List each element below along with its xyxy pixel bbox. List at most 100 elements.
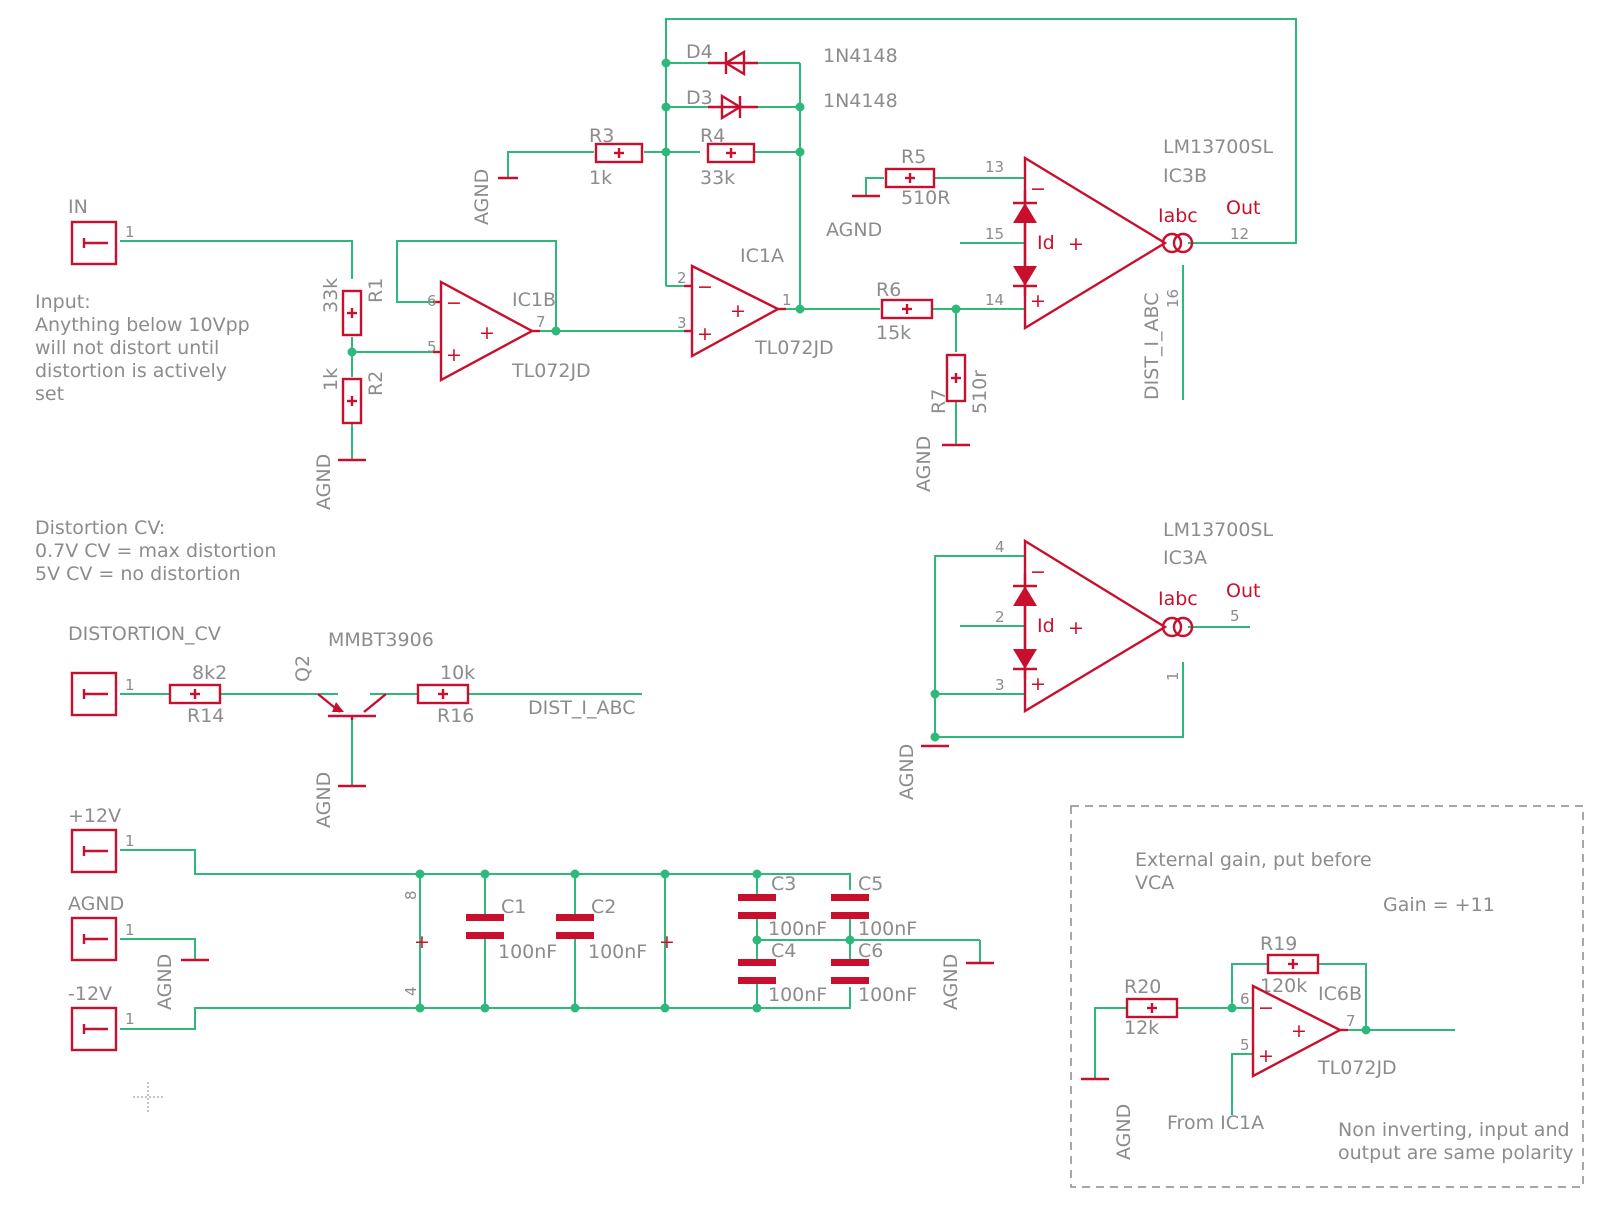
opamp-ic1b[interactable]: − + + 6 5 7 IC1B TL072JD <box>427 279 591 383</box>
resistor-r1[interactable]: 33k R1 <box>320 278 387 337</box>
r3-ref: R3 <box>589 125 614 147</box>
note-distortion-cv: Distortion CV: 0.7V CV = max distortion … <box>35 517 276 585</box>
c3-ref: C3 <box>771 873 796 895</box>
note-external-gain: External gain, put before VCA <box>1135 849 1372 894</box>
r4-value: 33k <box>700 167 735 189</box>
resistor-r5[interactable]: R5 510R <box>884 146 950 209</box>
ic3a-diode-bottom <box>1013 649 1037 669</box>
capacitor-c1[interactable]: C1 100nF <box>466 896 557 963</box>
origin-crosshair <box>133 1082 163 1112</box>
resistor-r7[interactable]: R7 510r <box>928 353 991 414</box>
ic6b-ref: IC6B <box>1318 983 1362 1005</box>
capacitor-c6[interactable]: C6 100nF <box>831 940 917 1006</box>
dist-iabc-net-label: DIST_I_ABC <box>528 697 635 719</box>
capacitor-c4[interactable]: C4 100nF <box>738 940 827 1006</box>
ic3a-minus: − <box>1030 561 1046 583</box>
svg-text:Anything below 10Vpp: Anything below 10Vpp <box>35 314 250 336</box>
agnd-label-power: AGND <box>154 954 176 1010</box>
ic3b-diode-bottom <box>1013 266 1037 286</box>
ic3a-pin-id: 2 <box>995 608 1005 626</box>
r2-value: 1k <box>320 368 342 391</box>
resistor-r2[interactable]: 1k R2 <box>320 368 387 425</box>
c5-ref: C5 <box>858 873 883 895</box>
ic1b-pin-inv: 6 <box>427 292 437 310</box>
connector-distortion-cv[interactable]: DISTORTION_CV 1 <box>68 623 221 717</box>
note-from-ic1a: From IC1A <box>1167 1112 1264 1134</box>
ic1a-ref: IC1A <box>740 245 784 267</box>
c6-value: 100nF <box>858 984 917 1006</box>
resistor-r3[interactable]: R3 1k <box>589 125 644 189</box>
connector-minus12v-label: -12V <box>68 983 112 1005</box>
connector-in-pin: 1 <box>125 223 135 241</box>
ic3a-value: LM13700SL <box>1163 519 1273 541</box>
ic1a-pin-noninv: 3 <box>677 314 687 332</box>
connector-agnd[interactable]: AGND 1 <box>68 893 135 962</box>
ic6b-pin-noninv: 5 <box>1240 1036 1250 1054</box>
d3-value: 1N4148 <box>823 90 898 112</box>
resistor-r4[interactable]: R4 33k <box>700 125 756 189</box>
r6-value: 15k <box>876 322 911 344</box>
ic1b-minus: − <box>446 292 462 314</box>
ic3a-ref: IC3A <box>1163 547 1207 569</box>
r2-ref: R2 <box>365 371 387 396</box>
r7-ref: R7 <box>928 389 950 414</box>
svg-text:distortion is actively: distortion is actively <box>35 360 227 382</box>
r5-value: 510R <box>901 187 950 209</box>
ic1b-pin-out: 7 <box>536 313 546 331</box>
svg-text:+: + <box>659 931 675 953</box>
resistor-r16[interactable]: 10k R16 <box>416 662 475 727</box>
connector-plus12v[interactable]: +12V 1 <box>68 805 135 874</box>
diode-d3[interactable]: D3 1N4148 <box>686 87 898 121</box>
ic3b-iabc: Iabc <box>1158 205 1198 227</box>
q2-value: MMBT3906 <box>328 629 434 651</box>
agnd-label-r3: AGND <box>471 169 493 225</box>
ic3b-out: Out <box>1226 197 1260 219</box>
ota-ic3b[interactable]: − + + Id Iabc Out 13 15 14 12 16 LM13700… <box>985 136 1273 400</box>
d4-value: 1N4148 <box>823 45 898 67</box>
ic3b-pin-id: 15 <box>985 225 1004 243</box>
resistor-r14[interactable]: 8k2 R14 <box>168 662 227 727</box>
ic1a-plus: + <box>697 323 713 345</box>
ic6b-pin-out: 7 <box>1346 1012 1356 1030</box>
r19-value: 120k <box>1260 975 1307 997</box>
connector-plus12v-label: +12V <box>68 805 121 827</box>
c4-ref: C4 <box>771 940 796 962</box>
resistor-r6[interactable]: R6 15k <box>876 279 934 344</box>
d4-ref: D4 <box>686 41 713 63</box>
capacitor-c3[interactable]: C3 100nF <box>738 873 827 940</box>
connector-in[interactable]: IN 1 <box>68 196 135 266</box>
opamp-ic6b[interactable]: − + + 6 5 7 IC6B TL072JD <box>1240 983 1397 1079</box>
resistor-r19[interactable]: R19 120k <box>1260 933 1320 997</box>
connector-minus12v[interactable]: -12V 1 <box>68 983 135 1052</box>
ic3b-pin-noninv: 14 <box>985 291 1004 309</box>
d3-ref: D3 <box>686 87 713 109</box>
ic3a-pin-noninv: 3 <box>995 676 1005 694</box>
ic1a-minus: − <box>697 276 713 298</box>
ic3a-iabc: Iabc <box>1158 588 1198 610</box>
ic1a-pin-out: 1 <box>782 291 792 309</box>
ic3b-ref: IC3B <box>1163 165 1207 187</box>
ic3a-pin-iabc: 1 <box>1164 671 1182 681</box>
svg-text:0.7V CV = max distortion: 0.7V CV = max distortion <box>35 540 276 562</box>
ic3b-plus: + <box>1030 290 1046 312</box>
resistor-r20[interactable]: R20 12k <box>1124 976 1179 1039</box>
diode-d4[interactable]: D4 1N4148 <box>686 41 898 77</box>
r7-value: 510r <box>969 370 991 414</box>
r1-ref: R1 <box>365 278 387 303</box>
connector-minus12v-pin: 1 <box>125 1010 135 1028</box>
connector-agnd-label: AGND <box>68 893 124 915</box>
ic1b-plus: + <box>446 344 462 366</box>
ic1a-value: TL072JD <box>754 337 834 359</box>
power-pin-8: 8 <box>402 890 420 900</box>
opamp-ic1a[interactable]: − + + 2 3 1 IC1A TL072JD <box>677 245 834 359</box>
note-input: Input: Anything below 10Vpp will not dis… <box>35 291 250 405</box>
ic3a-diode-top <box>1013 586 1037 606</box>
capacitor-c5[interactable]: C5 100nF <box>831 873 917 940</box>
ic3b-center-plus: + <box>1068 233 1084 255</box>
transistor-q2[interactable]: Q2 MMBT3906 <box>292 629 434 720</box>
ic3a-center-plus: + <box>1068 617 1084 639</box>
ota-ic3a[interactable]: − + + Id Iabc Out 4 2 3 5 1 LM13700SL IC… <box>995 519 1273 714</box>
capacitor-c2[interactable]: C2 100nF <box>556 896 647 963</box>
r16-value: 10k <box>440 662 475 684</box>
